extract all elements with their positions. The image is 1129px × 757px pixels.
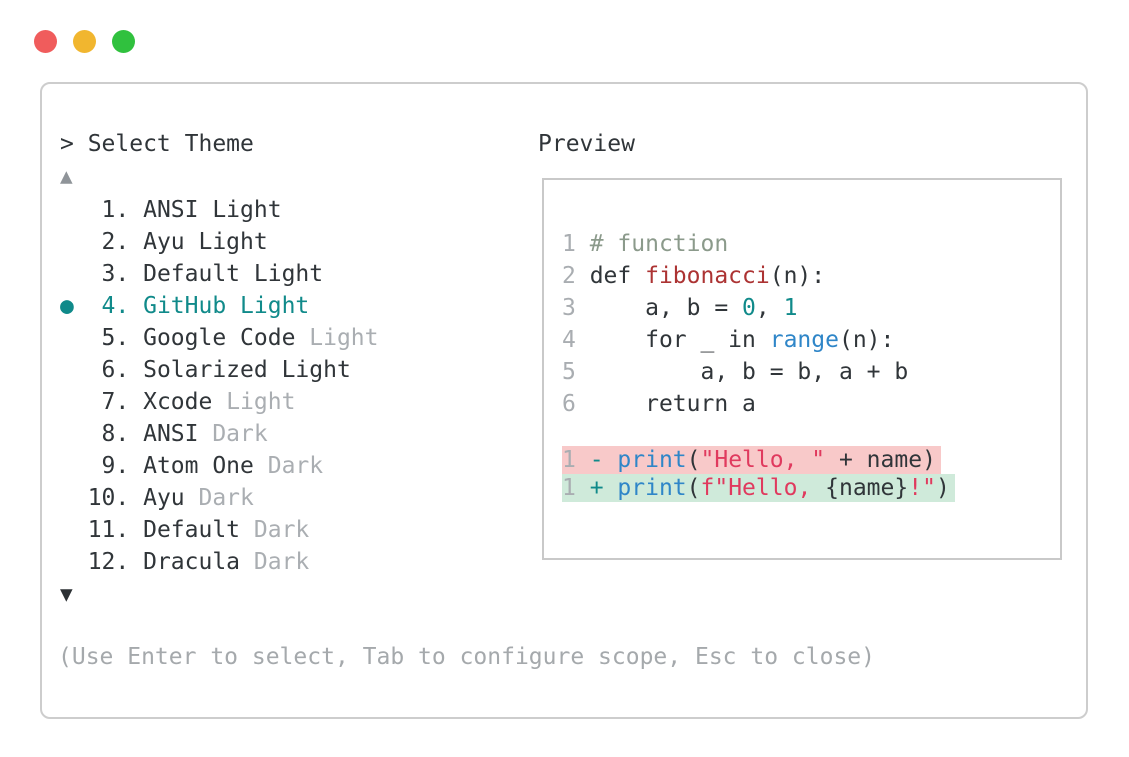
code-line: 1 # function [562,231,729,257]
theme-list-item[interactable]: 7. Xcode Light [87,389,296,415]
window-controls [34,30,135,53]
minimize-button[interactable] [73,30,96,53]
theme-list-item[interactable]: 10. Ayu Dark [87,485,254,511]
theme-list-item[interactable]: 8. ANSI Dark [87,421,268,447]
theme-list-item[interactable]: 9. Atom One Dark [87,453,324,479]
code-line: 4 for _ in range(n): [562,327,895,353]
theme-list-item[interactable]: 12. Dracula Dark [87,549,310,575]
diff-line-added: 1 + print(f"Hello, {name}!") [562,474,1060,502]
scroll-up-indicator[interactable]: ▲ [60,164,73,188]
select-theme-prompt: > Select Theme [60,131,254,157]
theme-list-item[interactable]: 5. Google Code Light [87,325,379,351]
theme-list-item[interactable]: 1. ANSI Light [87,197,282,223]
code-line: 6 return a [562,391,756,417]
preview-heading: Preview [538,131,635,157]
scroll-down-indicator[interactable]: ▼ [60,582,73,606]
theme-list-item[interactable]: 2. Ayu Light [87,229,268,255]
theme-list-item[interactable]: 6. Solarized Light [87,357,351,383]
theme-list: 1. ANSI Light 2. Ayu Light 3. Default Li… [60,194,379,578]
keyboard-hint: (Use Enter to select, Tab to configure s… [58,644,875,670]
code-line: 3 a, b = 0, 1 [562,295,798,321]
theme-list-item[interactable]: ● 4. GitHub Light [60,293,310,319]
maximize-button[interactable] [112,30,135,53]
preview-pane: 1 # function 2 def fibonacci(n): 3 a, b = … [542,178,1062,560]
close-button[interactable] [34,30,57,53]
theme-list-item[interactable]: 11. Default Dark [87,517,310,543]
diff-line-removed: 1 - print("Hello, " + name) [562,446,1060,474]
code-line: 2 def fibonacci(n): [562,263,826,289]
code-line: 5 a, b = b, a + b [562,359,909,385]
theme-list-item[interactable]: 3. Default Light [87,261,324,287]
